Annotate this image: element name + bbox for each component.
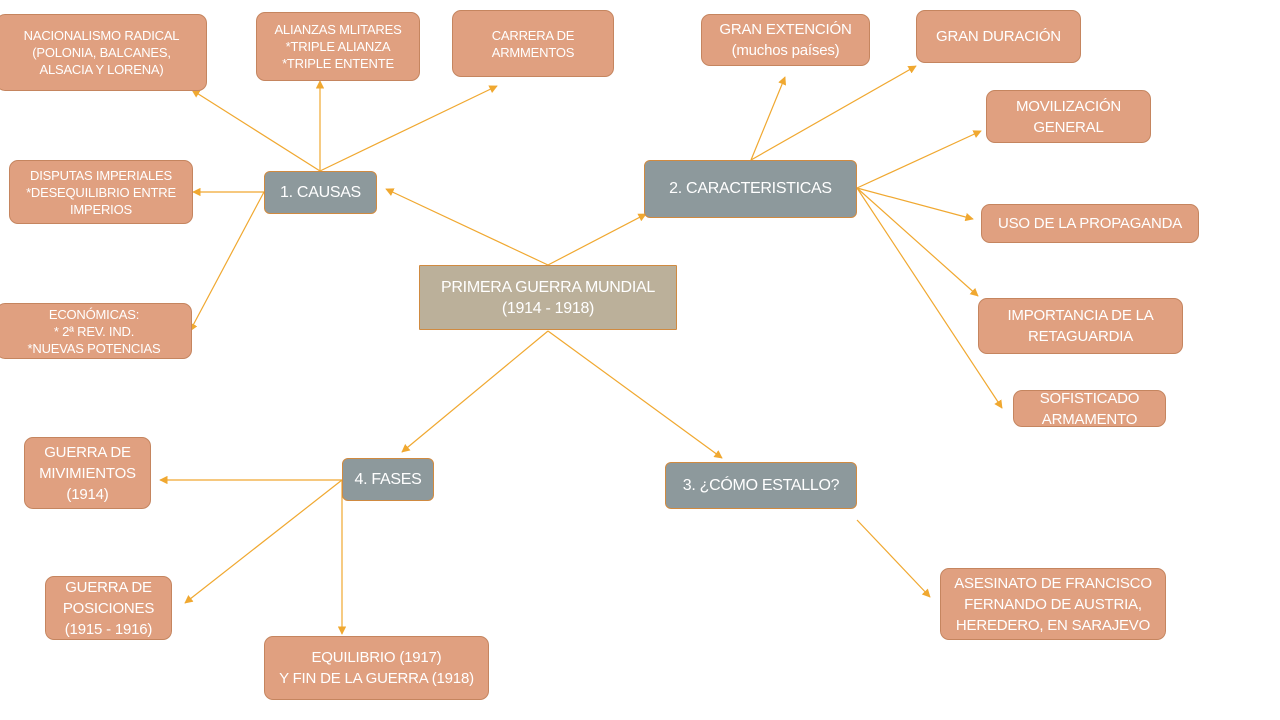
hub-caracteristicas-label: 2. CARACTERISTICAS <box>669 180 832 197</box>
leaf-retaguardia: IMPORTANCIA DE LA RETAGUARDIA <box>978 298 1183 354</box>
leaf-line: EQUILIBRIO (1917) <box>311 649 442 666</box>
leaf-disputas: DISPUTAS IMPERIALES *DESEQUILIBRIO ENTRE… <box>9 160 193 224</box>
leaf-armamento: SOFISTICADO ARMAMENTO <box>1013 390 1166 427</box>
leaf-line: (1914) <box>66 485 109 503</box>
leaf-economicas: ECONÓMICAS: * 2ª REV. IND. *NUEVAS POTEN… <box>0 303 192 359</box>
leaf-nacionalismo: NACIONALISMO RADICAL (POLONIA, BALCANES,… <box>0 14 207 91</box>
leaf-line: *TRIPLE ENTENTE <box>282 56 394 71</box>
connector-arrow <box>750 76 787 161</box>
leaf-line: ALSACIA Y LORENA) <box>39 62 164 77</box>
hub-causas: 1. CAUSAS <box>264 171 377 214</box>
connector-arrow <box>189 191 265 332</box>
hub-caracteristicas: 2. CARACTERISTICAS <box>644 160 857 218</box>
leaf-line: IMPORTANCIA DE LA <box>1007 307 1154 324</box>
leaf-line: GENERAL <box>1033 118 1104 136</box>
leaf-line: ALIANZAS MLITARES <box>274 22 402 37</box>
hub-fases: 4. FASES <box>342 458 434 501</box>
leaf-line: MIVIMIENTOS <box>39 464 136 482</box>
leaf-line: FERNANDO DE AUSTRIA, <box>964 595 1142 613</box>
leaf-line: *NUEVAS POTENCIAS <box>27 340 161 356</box>
leaf-line: (muchos países) <box>731 42 840 59</box>
connector-arrow <box>547 330 723 459</box>
leaf-extension: GRAN EXTENCIÓN (muchos países) <box>701 14 870 66</box>
hub-como-estallo: 3. ¿CÓMO ESTALLO? <box>665 462 857 509</box>
leaf-line: GUERRA DE <box>44 443 131 461</box>
connector-arrow <box>385 188 549 266</box>
connector-arrow <box>319 85 498 172</box>
leaf-line: USO DE LA PROPAGANDA <box>997 215 1183 232</box>
connector-arrow <box>184 479 343 604</box>
leaf-line: GRAN EXTENCIÓN <box>719 21 852 38</box>
central-topic-title: PRIMERA GUERRA MUNDIAL <box>441 278 655 296</box>
connector-arrow <box>191 89 321 172</box>
leaf-line: Y FIN DE LA GUERRA (1918) <box>279 670 474 687</box>
hub-fases-label: 4. FASES <box>354 470 422 488</box>
leaf-alianzas: ALIANZAS MLITARES *TRIPLE ALIANZA *TRIPL… <box>256 12 420 81</box>
leaf-line: POSICIONES <box>62 599 155 617</box>
leaf-line: ECONÓMICAS: <box>48 306 140 322</box>
connector-arrow <box>856 519 931 598</box>
leaf-line: *DESEQUILIBRIO ENTRE <box>26 184 176 200</box>
connector-arrow <box>856 130 982 189</box>
leaf-line: MOVILIZACIÓN <box>1015 97 1122 115</box>
leaf-line: DISPUTAS IMPERIALES <box>30 167 172 183</box>
leaf-line: *TRIPLE ALIANZA <box>285 39 391 54</box>
leaf-line: (POLONIA, BALCANES, <box>32 45 171 60</box>
connector-arrow <box>856 187 974 222</box>
leaf-movimientos: GUERRA DE MIVIMIENTOS (1914) <box>24 437 151 509</box>
leaf-equilibrio: EQUILIBRIO (1917) Y FIN DE LA GUERRA (19… <box>264 636 489 700</box>
leaf-line: (1915 - 1916) <box>64 620 153 638</box>
connector-arrow <box>856 187 1003 409</box>
leaf-line: NACIONALISMO RADICAL <box>23 28 180 43</box>
leaf-line: GRAN DURACIÓN <box>936 28 1061 45</box>
leaf-line: CARRERA DE <box>491 27 575 43</box>
leaf-line: ARMAMENTO <box>1041 410 1138 427</box>
leaf-line: GUERRA DE <box>65 578 152 596</box>
hub-como-estallo-label: 3. ¿CÓMO ESTALLO? <box>682 476 840 494</box>
leaf-line: HEREDERO, EN SARAJEVO <box>955 616 1151 634</box>
connector-arrow <box>750 65 917 161</box>
leaf-movilizacion: MOVILIZACIÓN GENERAL <box>986 90 1151 143</box>
leaf-posiciones: GUERRA DE POSICIONES (1915 - 1916) <box>45 576 172 640</box>
leaf-line: * 2ª REV. IND. <box>53 323 135 339</box>
leaf-duracion: GRAN DURACIÓN <box>916 10 1081 63</box>
central-topic: PRIMERA GUERRA MUNDIAL (1914 - 1918) <box>419 265 677 330</box>
leaf-line: ASESINATO DE FRANCISCO <box>954 574 1152 592</box>
leaf-carrera: CARRERA DE ARMMENTOS <box>452 10 614 77</box>
central-topic-dates: (1914 - 1918) <box>501 299 595 317</box>
leaf-propaganda: USO DE LA PROPAGANDA <box>981 204 1199 243</box>
connector-arrow <box>856 187 979 297</box>
connector-arrow <box>401 330 549 453</box>
leaf-line: ARMMENTOS <box>491 44 575 60</box>
leaf-asesinato: ASESINATO DE FRANCISCO FERNANDO DE AUSTR… <box>940 568 1166 640</box>
leaf-line: IMPERIOS <box>70 201 132 217</box>
connector-arrow <box>547 213 647 266</box>
hub-causas-label: 1. CAUSAS <box>280 183 361 201</box>
leaf-line: SOFISTICADO <box>1039 390 1140 407</box>
leaf-line: RETAGUARDIA <box>1027 328 1134 345</box>
